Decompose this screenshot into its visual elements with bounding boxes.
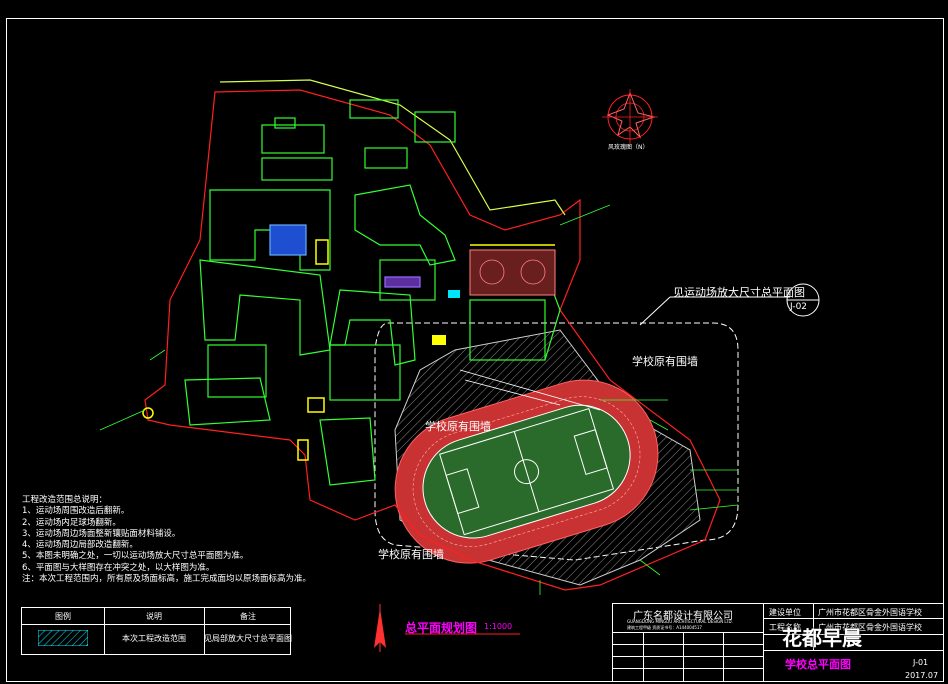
wind-rose bbox=[602, 89, 658, 145]
cyan-block bbox=[448, 290, 460, 298]
existing-wall-label-1: 学校原有围墙 bbox=[632, 355, 698, 368]
field-builder: 建设单位 bbox=[769, 608, 801, 617]
note-line: 1、运动场周围改造后翻新。 bbox=[22, 506, 130, 517]
yellow-marker bbox=[142, 407, 154, 419]
company-name: 广东名都设计有限公司 bbox=[633, 611, 733, 622]
north-arrow-icon bbox=[374, 604, 386, 652]
legend-divider bbox=[204, 608, 205, 654]
note-line: 注：本次工程范围内，所有原及场面标高，施工完成面均以原场面标高为准。 bbox=[22, 574, 312, 585]
running-track bbox=[394, 379, 659, 564]
legend-header-symbol: 图例 bbox=[55, 612, 71, 621]
tb-divider bbox=[613, 668, 763, 669]
wind-rose-label: 风玫瑰图（N） bbox=[608, 144, 649, 151]
tb-divider bbox=[763, 650, 943, 651]
tb-divider bbox=[613, 632, 763, 633]
general-notes: 工程改造范围总说明： 1、运动场周围改造后翻新。 2、运动场内足球场翻新。 3、… bbox=[22, 495, 312, 585]
notes-title: 工程改造范围总说明： bbox=[22, 495, 108, 505]
sheet-border bbox=[6, 18, 944, 682]
tb-divider bbox=[613, 656, 763, 657]
site-boundary bbox=[144, 89, 721, 591]
dimension-lines bbox=[459, 369, 601, 411]
drawing-number: J-01 bbox=[913, 658, 929, 667]
legend-header-note: 备注 bbox=[240, 612, 256, 621]
note-line: 3、运动场周边场面整新镶贴面材料铺设。 bbox=[22, 528, 181, 539]
existing-wall-label-2: 学校原有围墙 bbox=[425, 420, 491, 433]
tb-divider bbox=[723, 632, 724, 681]
legend-desc: 本次工程改造范围 bbox=[122, 634, 186, 643]
watermark: 花都早晨 bbox=[782, 626, 862, 650]
legend-note: 见局部放大尺寸总平面图 bbox=[204, 634, 292, 643]
tb-divider bbox=[763, 604, 764, 681]
gym-courts bbox=[469, 249, 556, 296]
company-cert: 建筑工程甲级 资质证书号：A144004517 bbox=[627, 625, 702, 630]
legend-hatch-swatch bbox=[38, 630, 88, 646]
tb-divider bbox=[763, 634, 943, 635]
tb-divider bbox=[613, 644, 763, 645]
yellow-block-3 bbox=[297, 439, 309, 461]
tb-divider bbox=[763, 618, 943, 619]
legend-divider bbox=[104, 608, 105, 654]
plan-title: 总平面规划图 bbox=[405, 621, 478, 635]
yellow-block-4 bbox=[432, 335, 446, 345]
existing-wall-label-3: 学校原有围墙 bbox=[378, 548, 444, 561]
title-block: 广东名都设计有限公司 GUANGDONG MINGDU ARCHITECTURA… bbox=[612, 603, 944, 682]
project-value: 广州市花都区骨金外国语学校 bbox=[818, 623, 922, 632]
drawing-name: 学校总平面图 bbox=[785, 658, 851, 671]
annotation-leaders bbox=[99, 204, 739, 595]
building-outlines bbox=[184, 79, 566, 486]
company-name-en: GUANGDONG MINGDU ARCHITECTURAL DESIGN LT… bbox=[627, 619, 733, 624]
yellow-block-1 bbox=[315, 239, 329, 265]
detail-callout-label: 见运动场放大尺寸总平面图 bbox=[673, 286, 805, 299]
legend-header-desc: 说明 bbox=[146, 612, 162, 621]
note-line: 5、本图未明确之处，一切以运动场放大尺寸总平面图为准。 bbox=[22, 551, 249, 562]
legend-header-row bbox=[22, 608, 290, 625]
tb-divider bbox=[813, 604, 814, 650]
plan-scale: 1:1000 bbox=[484, 622, 513, 631]
legend-table: 图例 说明 备注 本次工程改造范围 见局部放大尺寸总平面图 bbox=[21, 607, 292, 655]
callout-ref-label: J-02 bbox=[790, 302, 808, 312]
tb-divider bbox=[683, 632, 684, 681]
builder-value: 广州市花都区骨金外国语学校 bbox=[818, 608, 922, 617]
drawing-date: 2017.07 bbox=[905, 671, 939, 680]
note-line: 6、平面图与大样图存在冲突之处，以大样图为准。 bbox=[22, 562, 215, 573]
note-line: 4、运动场周边局部改造翻新。 bbox=[22, 540, 138, 551]
yellow-block-2 bbox=[307, 397, 325, 413]
tb-divider bbox=[643, 632, 644, 681]
field-project: 工程名称 bbox=[769, 623, 801, 632]
note-line: 2、运动场内足球场翻新。 bbox=[22, 517, 121, 528]
callout-leader-diag bbox=[639, 296, 671, 326]
